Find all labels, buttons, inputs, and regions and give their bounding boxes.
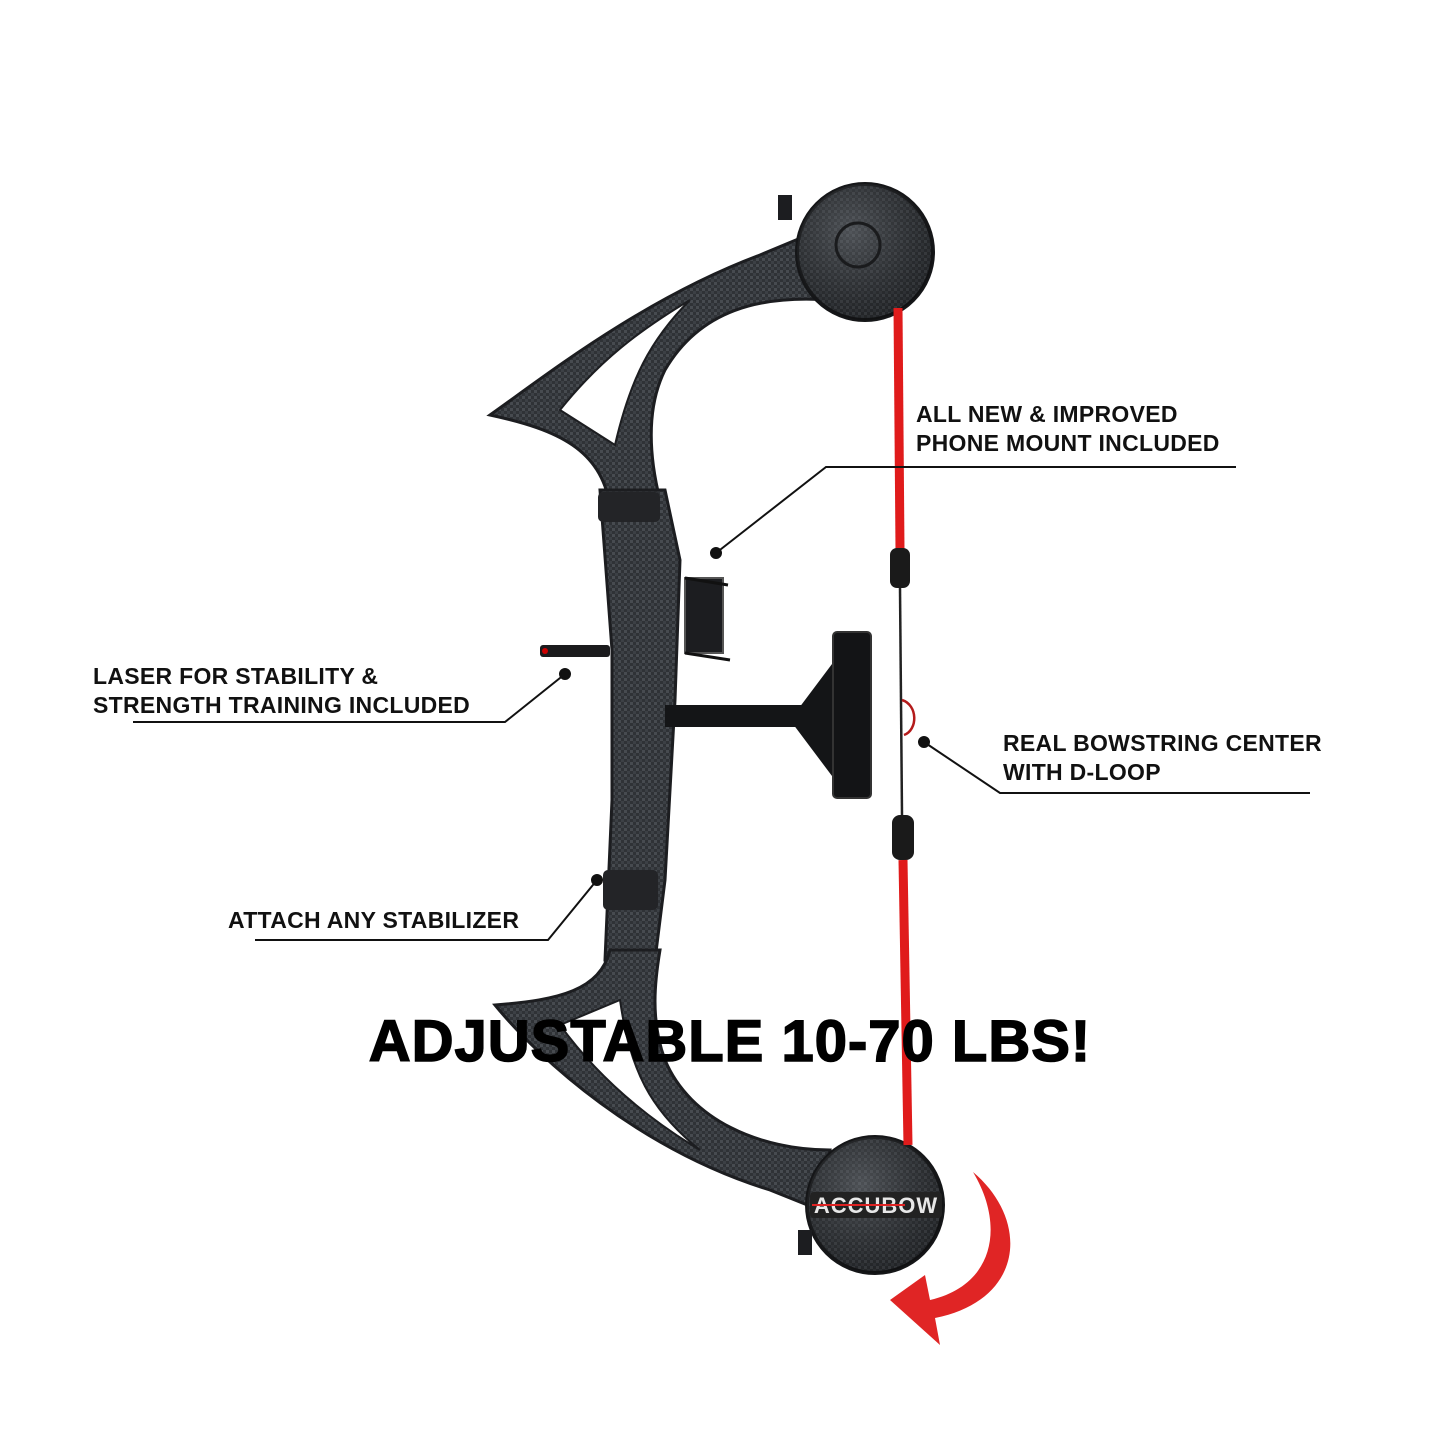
callout-laser: LASER FOR STABILITY & STRENGTH TRAINING … [93,662,470,720]
d-loop [901,698,916,737]
lower-cam: ACCUBOW [798,1135,945,1275]
callout-phone-mount: ALL NEW & IMPROVED PHONE MOUNT INCLUDED [916,400,1220,458]
upper-limb [486,227,832,507]
headline: ADJUSTABLE 10-70 LBS! [368,1008,1092,1075]
laser-sight [540,645,610,657]
adjust-arrow-icon [890,1172,1011,1345]
callout-text: ATTACH ANY STABILIZER [228,907,520,933]
callout-text: ALL NEW & IMPROVED [916,401,1178,427]
grip-handle [665,631,872,799]
callout-stabilizer: ATTACH ANY STABILIZER [228,906,519,935]
bowstring [890,307,916,1146]
callout-lines [133,466,1310,941]
callout-text: REAL BOWSTRING CENTER [1003,730,1322,756]
callout-bowstring: REAL BOWSTRING CENTER WITH D-LOOP [1003,729,1322,787]
phone-mount [684,576,731,662]
accubow-logo: ACCUBOW [810,1192,942,1218]
upper-cam [778,182,935,322]
callout-text: PHONE MOUNT INCLUDED [916,430,1220,456]
callout-text: WITH D-LOOP [1003,759,1161,785]
callout-text: LASER FOR STABILITY & [93,663,379,689]
riser [598,488,682,962]
callout-text: STRENGTH TRAINING INCLUDED [93,692,471,718]
lower-limb [492,948,832,1213]
